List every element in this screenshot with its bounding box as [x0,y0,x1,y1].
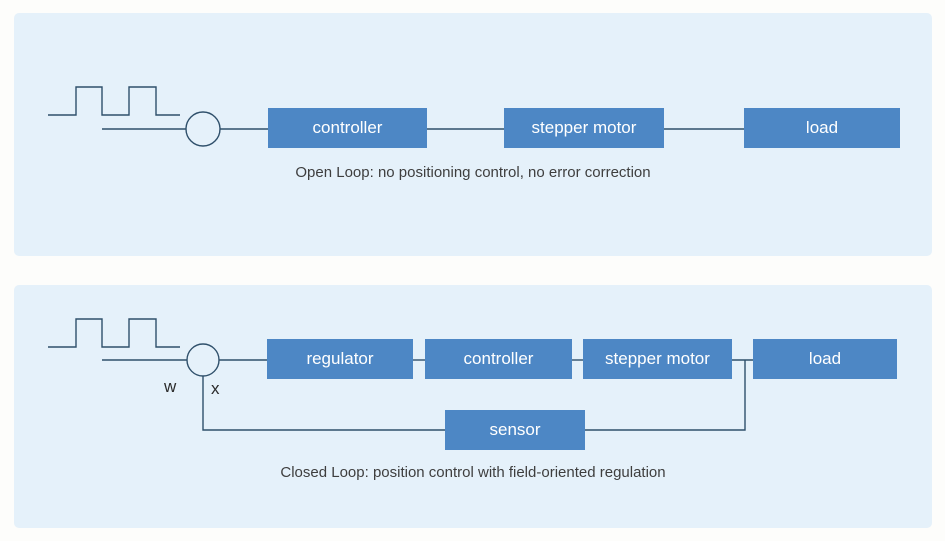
block-label: controller [463,349,534,368]
block-stepper-motor: stepper motor [583,339,732,379]
open-loop-panel: controller stepper motor load Open Loop:… [14,13,932,256]
pulse-signal-icon [48,86,180,116]
block-load: load [744,108,900,148]
block-label: stepper motor [531,118,637,137]
block-load: load [753,339,897,379]
block-label: controller [312,118,383,137]
feedback-wire-left [202,376,445,431]
closed-loop-panel: regulator controller stepper motor load … [14,285,932,528]
block-controller: controller [268,108,427,148]
block-label: regulator [306,349,374,368]
feedback-wire-right [585,360,746,431]
block-label: sensor [489,420,541,439]
summing-junction-icon [186,343,220,377]
block-sensor: sensor [445,410,585,450]
command-signal-label: w [164,377,177,396]
feedback-signal-label: x [211,379,220,398]
block-label: load [808,349,842,368]
block-stepper-motor: stepper motor [504,108,664,148]
summing-junction-icon [185,111,221,147]
block-label: load [805,118,839,137]
open-loop-caption: Open Loop: no positioning control, no er… [295,164,651,181]
closed-loop-wiring [48,318,753,431]
open-loop-wiring [48,86,744,147]
block-label: stepper motor [605,349,710,368]
closed-loop-caption: Closed Loop: position control with field… [280,464,666,481]
block-controller: controller [425,339,572,379]
block-regulator: regulator [267,339,413,379]
pulse-signal-icon [48,318,180,348]
